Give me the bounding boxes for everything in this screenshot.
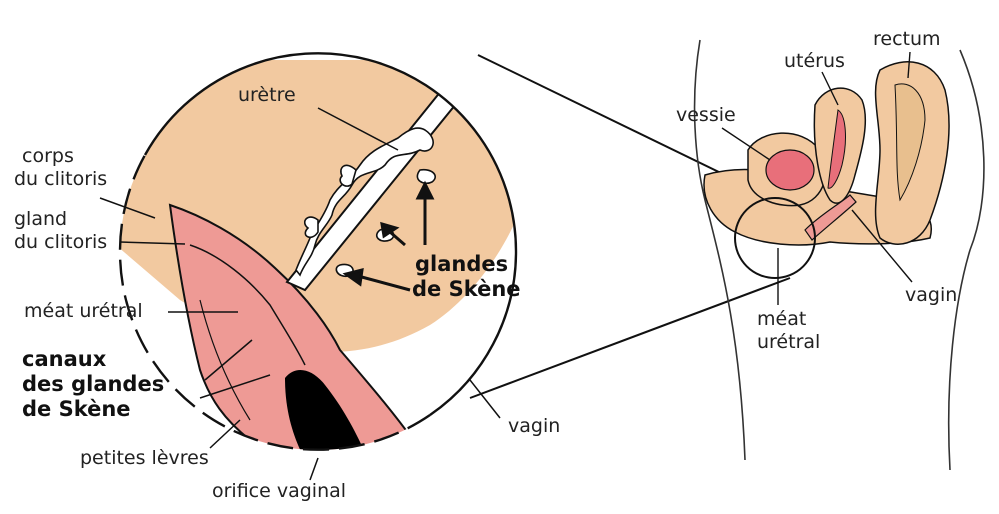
label-meat-overview-2: urétral: [757, 331, 820, 353]
label-canaux-1: canaux: [22, 347, 106, 372]
label-vessie: vessie: [676, 104, 736, 126]
label-uterus: utérus: [784, 50, 845, 72]
label-glandes-2: de Skène: [412, 277, 521, 302]
overview-drawing: [695, 40, 984, 470]
label-gland-clitoris-2: du clitoris: [14, 231, 107, 253]
label-orifice-vaginal: orifice vaginal: [212, 480, 346, 502]
label-uretre: urètre: [238, 84, 296, 106]
label-canaux-2: des glandes: [22, 372, 164, 397]
label-canaux-3: de Skène: [22, 397, 131, 422]
label-meat-uretral: méat urétral: [24, 300, 143, 322]
label-corps-clitoris-2: du clitoris: [14, 168, 107, 190]
label-glandes-1: glandes: [415, 252, 508, 277]
label-rectum: rectum: [873, 28, 941, 50]
label-vagin-detail: vagin: [508, 415, 560, 437]
label-petites-levres: petites lèvres: [80, 447, 209, 469]
label-gland-clitoris-1: gland: [14, 208, 67, 230]
label-vagin-overview: vagin: [905, 284, 957, 306]
label-meat-overview-1: méat: [757, 308, 806, 330]
label-corps-clitoris-1: corps: [22, 145, 74, 167]
